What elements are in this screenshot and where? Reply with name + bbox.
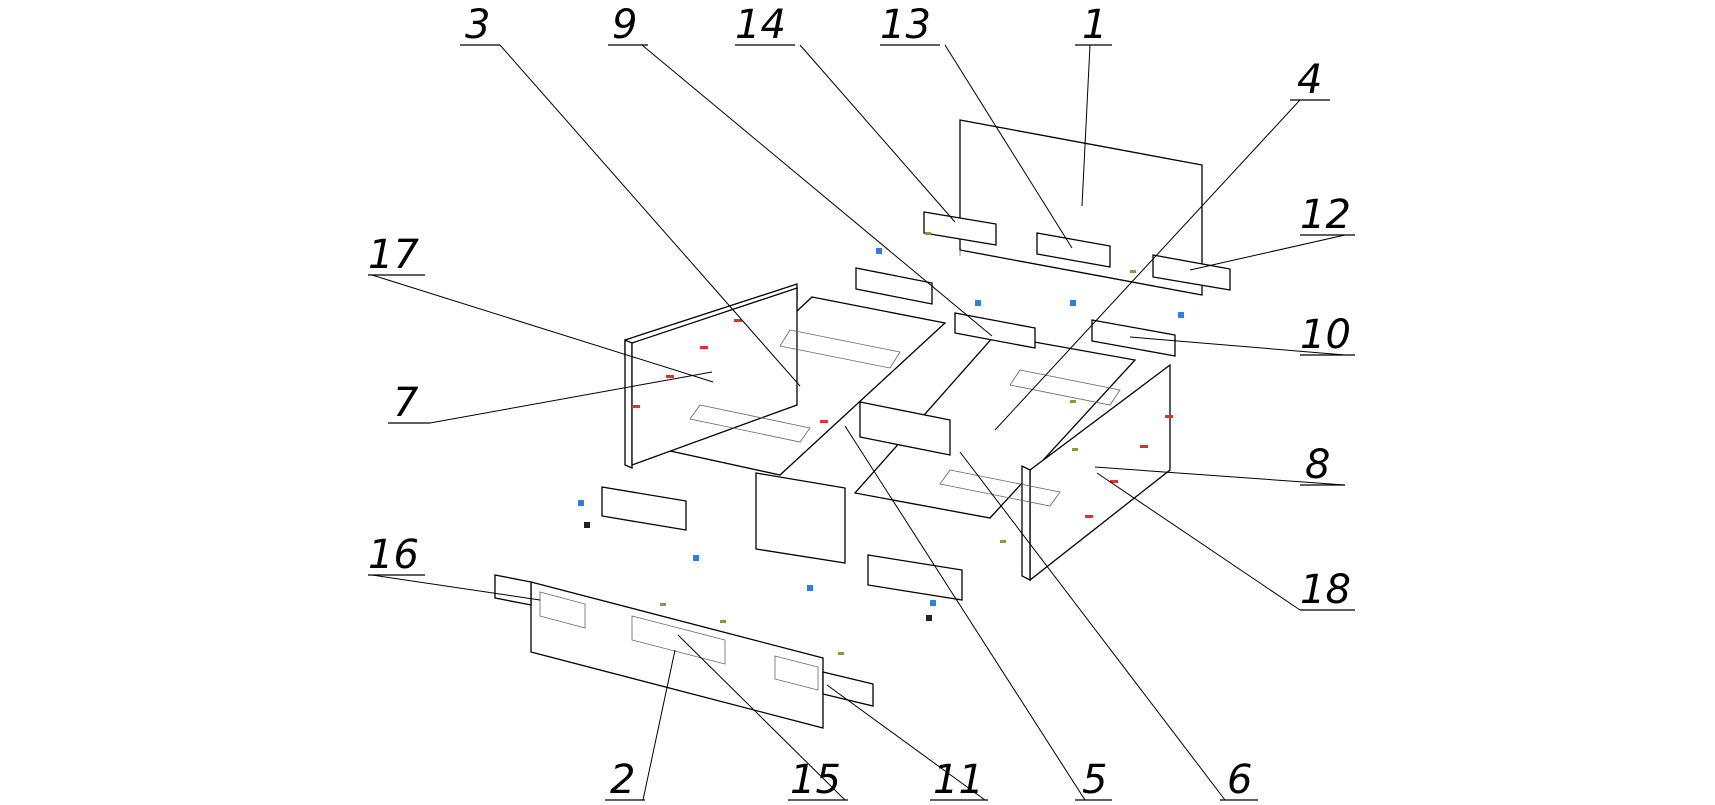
callout-9: 9 — [608, 2, 648, 48]
callout-7: 7 — [388, 380, 430, 426]
callout-14: 14 — [735, 2, 795, 48]
leader-4 — [994, 99, 1301, 431]
callout-5: 5 — [1075, 757, 1112, 803]
callout-label-13: 13 — [880, 2, 931, 48]
callout-label-8: 8 — [1305, 442, 1330, 488]
callout-1: 1 — [1075, 2, 1112, 48]
left-bed-platform — [601, 267, 947, 564]
callout-label-17: 17 — [368, 232, 419, 278]
leader-6 — [959, 451, 1226, 801]
callout-label-15: 15 — [790, 757, 841, 803]
callout-16: 16 — [368, 532, 425, 578]
callout-label-7: 7 — [393, 380, 419, 426]
callout-label-12: 12 — [1300, 192, 1351, 238]
leader-9 — [641, 44, 993, 337]
callout-12: 12 — [1300, 192, 1355, 238]
leader-17 — [371, 274, 714, 383]
callout-label-11: 11 — [933, 757, 984, 803]
callout-label-1: 1 — [1082, 2, 1107, 48]
callout-13: 13 — [880, 2, 940, 48]
callout-4: 4 — [1290, 57, 1330, 103]
leader-3 — [499, 44, 801, 387]
callout-label-10: 10 — [1300, 312, 1351, 358]
leader-14 — [799, 44, 956, 223]
leader-12 — [1189, 234, 1346, 271]
callout-17: 17 — [368, 232, 425, 278]
callout-label-14: 14 — [735, 2, 786, 48]
callout-label-9: 9 — [612, 2, 637, 48]
callout-2: 2 — [605, 757, 645, 803]
callout-label-18: 18 — [1300, 567, 1351, 613]
leader-2 — [642, 649, 676, 801]
leader-8 — [1094, 466, 1346, 486]
callout-18: 18 — [1300, 567, 1355, 613]
leader-10 — [1129, 336, 1346, 356]
fastener-markers — [578, 232, 1184, 655]
callout-label-4: 4 — [1297, 57, 1322, 103]
callout-3: 3 — [460, 2, 500, 48]
callout-8: 8 — [1300, 442, 1345, 488]
callout-6: 6 — [1220, 757, 1258, 803]
leader-15 — [677, 634, 846, 801]
callout-10: 10 — [1300, 312, 1355, 358]
headboard-panel — [923, 119, 1231, 296]
callout-label-5: 5 — [1082, 757, 1107, 803]
leader-7 — [429, 371, 713, 424]
callout-label-16: 16 — [368, 532, 419, 578]
footboard-panel — [494, 574, 874, 729]
leader-16 — [371, 574, 541, 601]
callout-label-3: 3 — [465, 2, 490, 48]
callout-label-2: 2 — [610, 757, 635, 803]
leader-lines — [371, 44, 1346, 801]
leader-18 — [1096, 472, 1301, 611]
callout-11: 11 — [930, 757, 988, 803]
right-bed-platform — [853, 312, 1176, 601]
callout-15: 15 — [788, 757, 848, 803]
callout-label-6: 6 — [1227, 757, 1252, 803]
leader-13 — [944, 44, 1073, 249]
leader-11 — [826, 684, 986, 801]
leader-1 — [1081, 44, 1091, 207]
leader-5 — [844, 425, 1086, 801]
